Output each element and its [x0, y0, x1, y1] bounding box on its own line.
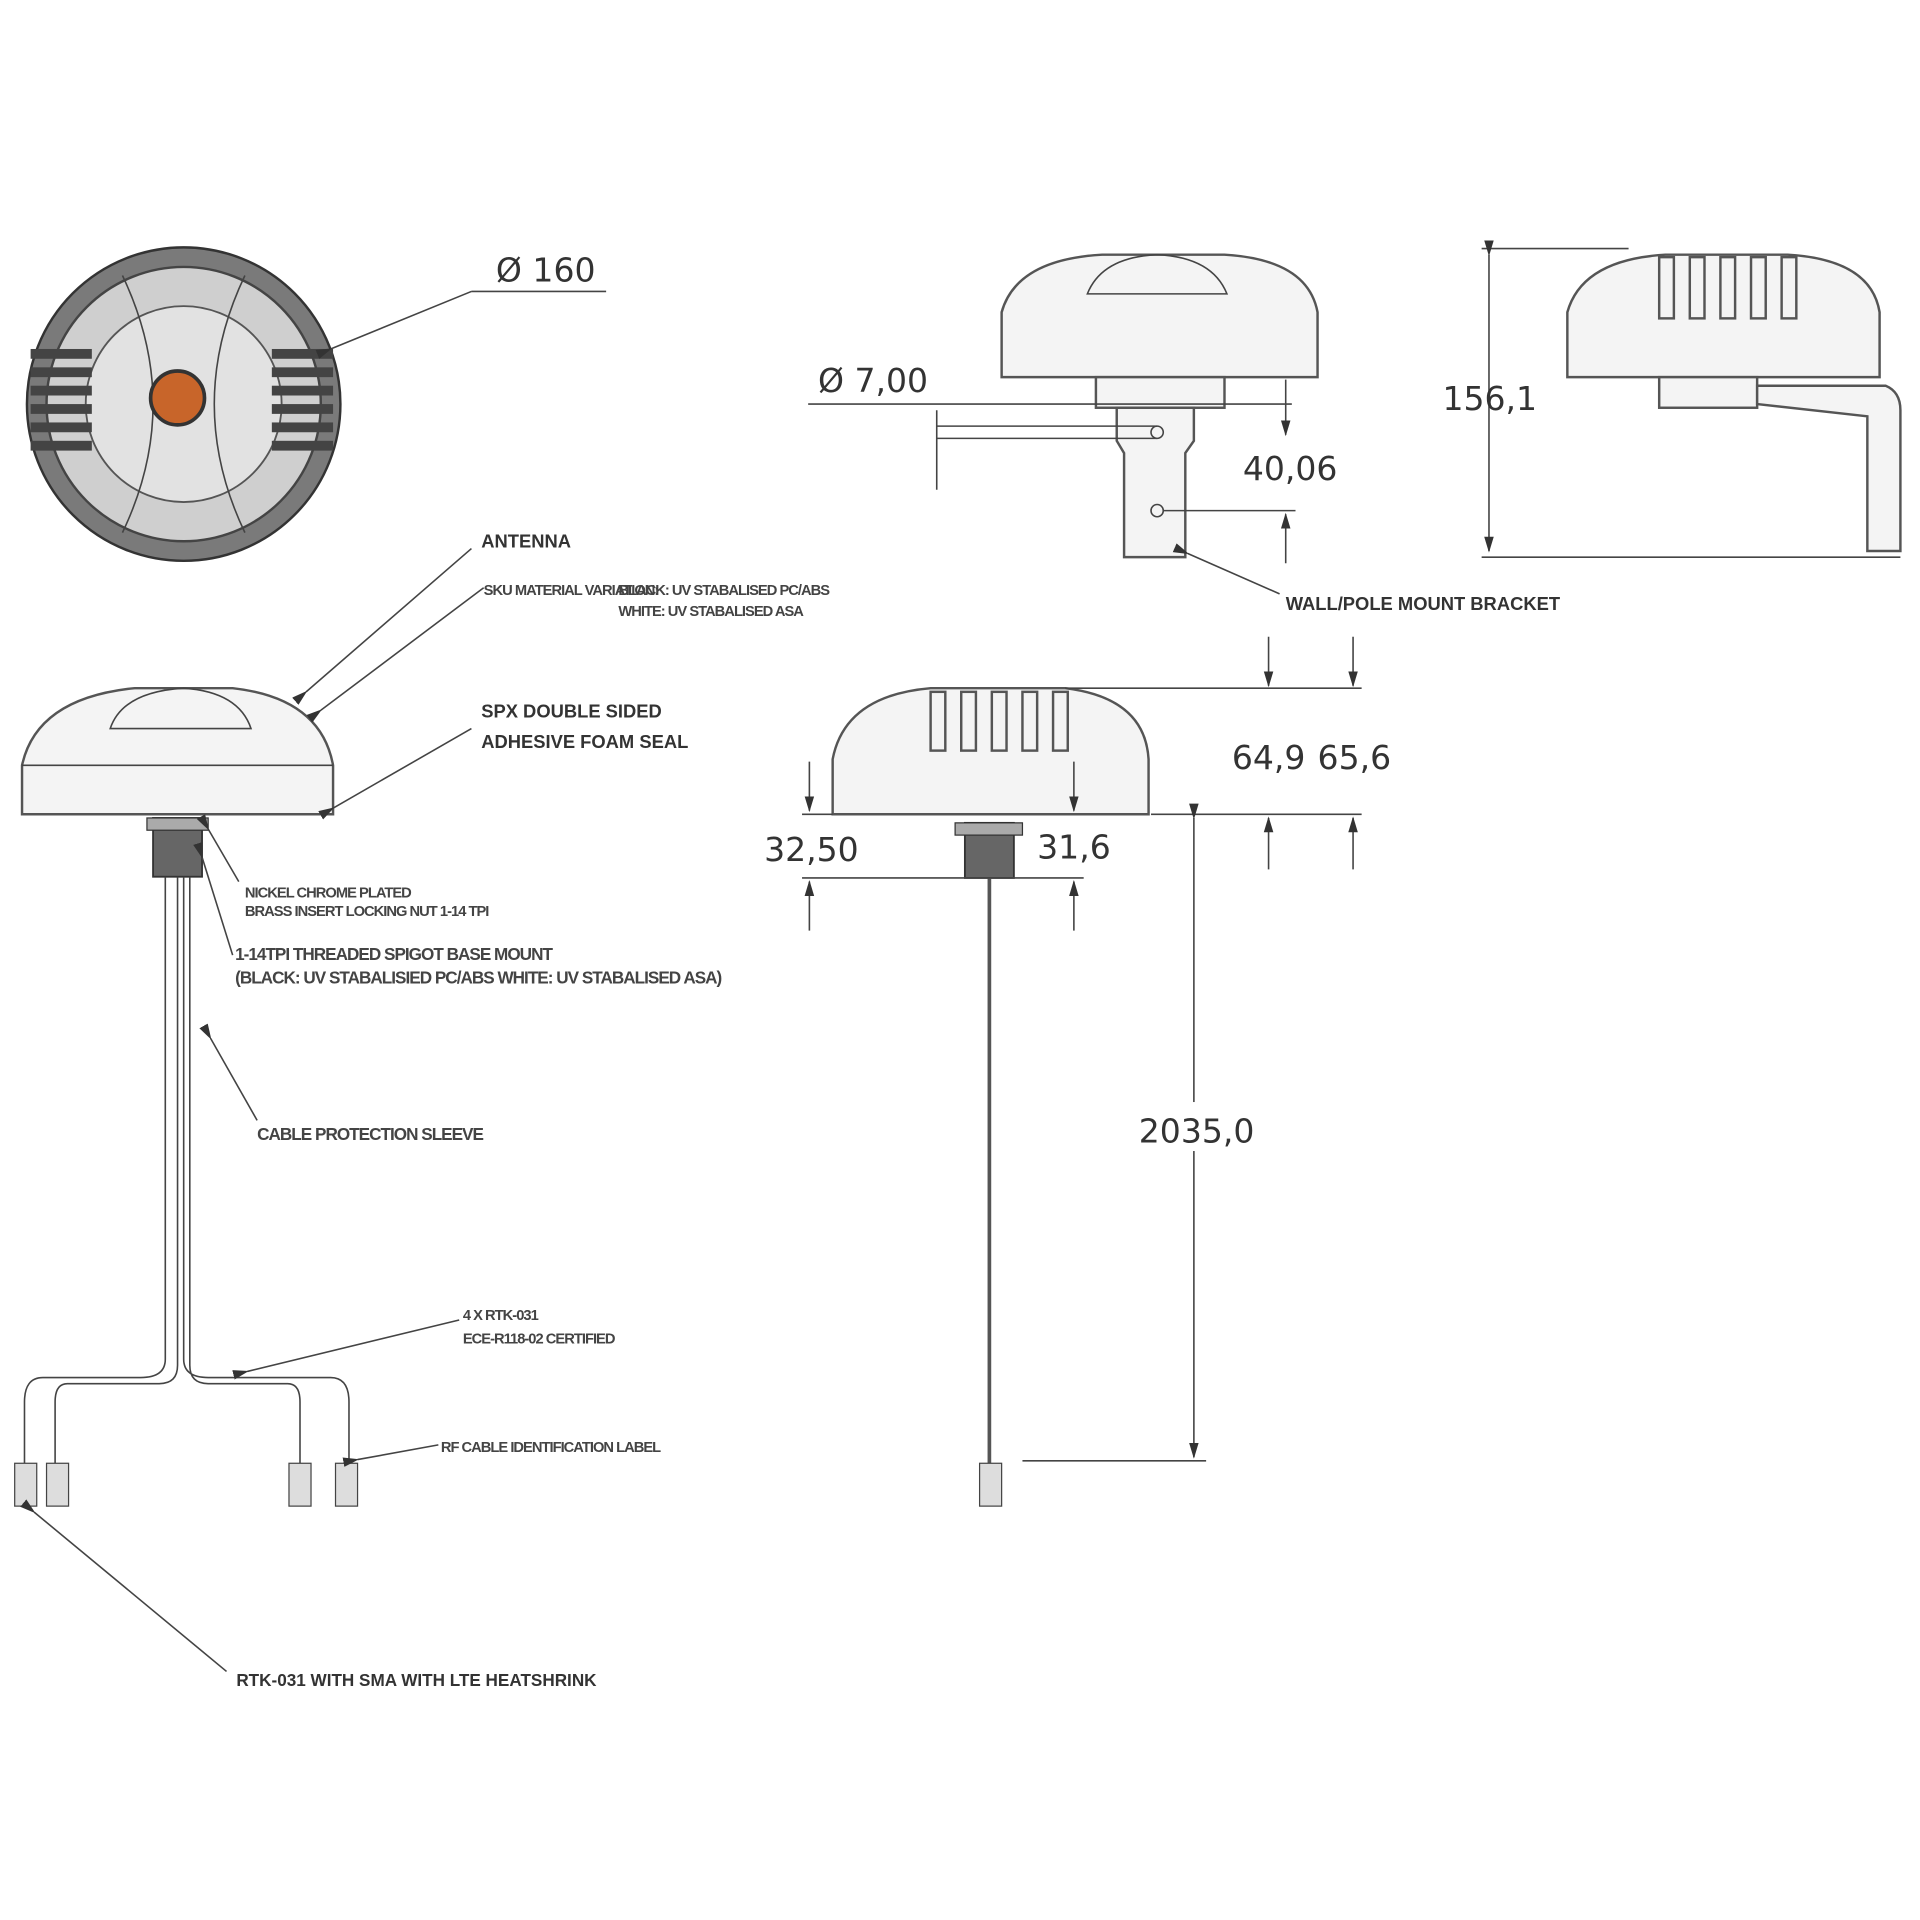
side-view-left: ANTENNA SKU MATERIAL VARIATION: BLACK: U…: [14, 530, 831, 1690]
label-cables-line1: 4 X RTK-031: [463, 1308, 539, 1324]
label-cables-line2: ECE-R118-02 CERTIFIED: [463, 1331, 615, 1347]
label-sleeve: CABLE PROTECTION SLEEVE: [257, 1124, 483, 1144]
dim-bracket-height: 40,06: [1243, 449, 1338, 488]
label-sku-line1: BLACK: UV STABALISED PC/ABS: [618, 583, 830, 599]
bracket-front-view: Ø 7,00 40,06 WALL/POLE MOUNT BRACKET: [808, 253, 1561, 614]
side-view-right: 64,9 65,6 32,50 31,6 2035,0: [764, 636, 1392, 1507]
label-nut-line2: BRASS INSERT LOCKING NUT 1-14 TPI: [245, 904, 489, 920]
dim-cable-length: 2035,0: [1139, 1111, 1255, 1150]
label-sku-title: SKU MATERIAL VARIATION:: [484, 583, 659, 599]
dim-height-a: 64,9: [1232, 738, 1306, 777]
dim-overall-height: 156,1: [1442, 379, 1537, 418]
center-logo-icon: [148, 369, 207, 427]
bracket-side-view: 156,1: [1442, 240, 1902, 558]
dim-spigot-length: 31,6: [1037, 827, 1111, 866]
label-nut-line1: NICKEL CHROME PLATED: [245, 886, 411, 902]
label-sku-line2: WHITE: UV STABALISED ASA: [618, 604, 804, 620]
dim-hole-diameter: Ø 7,00: [818, 361, 928, 400]
top-view: Ø 160: [25, 246, 607, 563]
label-spigot-line2: (BLACK: UV STABALISIED PC/ABS WHITE: UV …: [235, 967, 721, 987]
label-rf: RF CABLE IDENTIFICATION LABEL: [441, 1440, 661, 1456]
label-bracket: WALL/POLE MOUNT BRACKET: [1286, 593, 1561, 614]
label-spigot-line1: 1-14TPI THREADED SPIGOT BASE MOUNT: [235, 944, 553, 964]
label-antenna: ANTENNA: [481, 530, 571, 551]
dim-height-b: 65,6: [1318, 738, 1392, 777]
label-seal-line1: SPX DOUBLE SIDED: [481, 701, 662, 722]
label-seal-line2: ADHESIVE FOAM SEAL: [481, 731, 688, 752]
label-connector: RTK-031 WITH SMA WITH LTE HEATSHRINK: [236, 1670, 597, 1690]
dim-body-height: 32,50: [764, 830, 859, 869]
dim-diameter-160: Ø 160: [496, 251, 596, 290]
